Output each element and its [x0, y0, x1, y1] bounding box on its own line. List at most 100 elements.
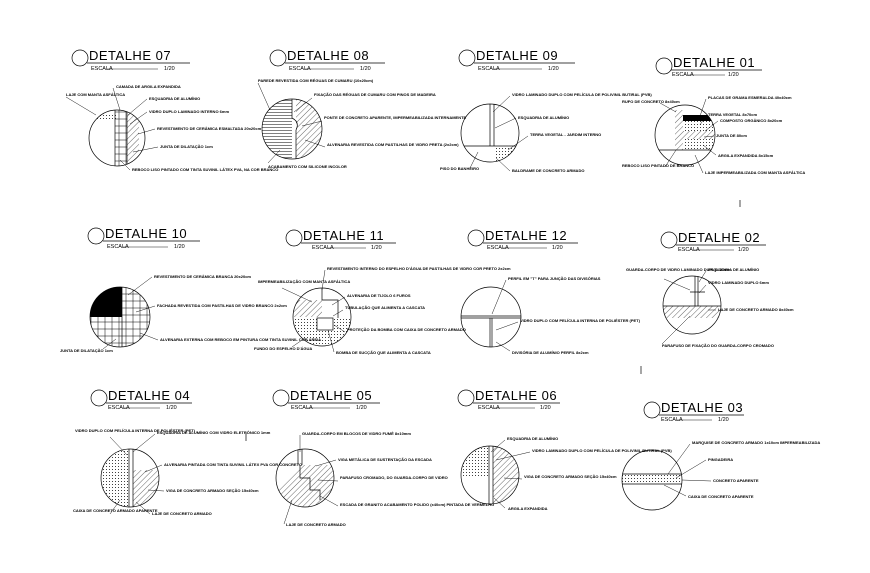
note: BALDRAME DE CONCRETO ARMADO	[512, 168, 584, 173]
section-drawing	[261, 98, 323, 160]
annotations: REVESTIMENTO DE CERÂMICA BRANCA 20x20cm …	[60, 274, 321, 353]
note: GUARDA-CORPO DE VIDRO LAMINADO DUPLO 10m…	[626, 267, 731, 272]
detail-06: DETALHE 06 ESCALA 1/20 ESQUADRIA DE ALUM…	[457, 388, 672, 511]
note: ESQUADRIA DE ALUMÍNIO	[518, 115, 569, 120]
scale-label: ESCALA	[661, 417, 683, 423]
scale-value: 1/20	[552, 245, 563, 251]
note: ESQUADRIA DE ALUMÍNIO	[708, 267, 759, 272]
note: ESQUADRIA DE ALUMÍNIO COM VIDRO ELETRÔNI…	[157, 430, 271, 435]
detail-title: DETALHE 09	[476, 48, 558, 63]
scale-label: ESCALA	[91, 66, 113, 72]
note: PAREDE REVESTIDA COM RÉGUAS DE CUMARU (1…	[258, 78, 374, 83]
detail-title: DETALHE 11	[303, 228, 384, 243]
note: PINGADEIRA	[708, 457, 733, 462]
scale-label: ESCALA	[678, 247, 700, 253]
note: FIXAÇÃO DAS RÉGUAS DE CUMARU COM PINOS D…	[314, 92, 436, 97]
note: IMPERMEABILIZAÇÃO COM MANTA ASFÁLTICA	[258, 279, 350, 284]
scale-value: 1/20	[174, 244, 185, 250]
note: REBOCO LISO PINTADO COM TINTA SUVINIL LÁ…	[132, 167, 278, 172]
note: CAIXA DE CONCRETO ARMADO APARENTE	[73, 508, 158, 513]
note: ALVENARIA REVESTIDA COM PASTILHAS DE VID…	[327, 142, 459, 147]
note: TERRA VEGETAL 8x70cm	[708, 112, 757, 117]
note: MARQUISE DE CONCRETO ARMADO 1x10cm IMPER…	[692, 440, 820, 445]
annotations: PERFIL EM "T" PARA JUNÇÃO DAS DIVISÓRIAS…	[491, 276, 641, 355]
detail-title: DETALHE 01	[673, 55, 755, 70]
scale-value: 1/20	[166, 405, 177, 411]
scale-value: 1/20	[728, 72, 739, 78]
note: CONCRETO APARENTE	[713, 478, 759, 483]
title-bubble	[71, 49, 89, 67]
note: FACHADA REVESTIDA COM PASTILHAS DE VIDRO…	[157, 303, 287, 308]
note: ALVENARIA DE TIJOLO 6 FUROS	[347, 293, 411, 298]
detail-title: DETALHE 04	[108, 388, 190, 403]
scale-label: ESCALA	[289, 66, 311, 72]
scale-label: ESCALA	[672, 72, 694, 78]
section-drawing	[654, 104, 716, 166]
note: VIGA DE CONCRETO ARMADO SEÇÃO 15x40cm	[524, 474, 617, 479]
note: VIGA METÁLICA DE SUSTENTAÇÃO DA ESCADA	[338, 457, 432, 462]
note: VIDRO DUPLO COM PELÍCULA INTERNA DE POLI…	[75, 428, 196, 433]
section-drawing	[100, 448, 160, 508]
scale-value: 1/20	[718, 417, 729, 423]
note: LAJE DE CONCRETO ARMADO	[286, 522, 346, 527]
note: PERFIL EM "T" PARA JUNÇÃO DAS DIVISÓRIAS	[508, 276, 601, 281]
note: TERRA VEGETAL - JARDIM INTERNO	[530, 132, 601, 137]
scale-value: 1/20	[356, 405, 367, 411]
section-drawing	[460, 445, 520, 505]
detail-01: DETALHE 01 ESCALA 1/20 RUFO DE CONCRETO …	[622, 55, 805, 207]
section-drawing	[621, 449, 683, 511]
scale-label: ESCALA	[487, 245, 509, 251]
detail-11: DETALHE 11 ESCALA 1/20 IMPERMEABILIZAÇÃO…	[254, 228, 511, 355]
section-drawing	[89, 286, 151, 348]
section-drawing	[460, 103, 520, 163]
note: REVESTIMENTO INTERNO DO ESPELHO D'ÁGUA D…	[327, 266, 511, 271]
note: ESCADA DE GRANITO ACABAMENTO POLIDO (x40…	[340, 502, 494, 507]
note: REVESTIMENTO DE CERÂMICA BRANCA 20x20cm	[154, 274, 251, 279]
note: GUARDA-CORPO EM BLOCOS DE VIDRO FUMÊ 8x1…	[302, 431, 411, 436]
detail-12: DETALHE 12 ESCALA 1/20 PERFIL EM "T" PAR…	[460, 228, 641, 355]
note: PARAFUSO DE FIXAÇÃO DO GUARDA-CORPO CROM…	[662, 343, 774, 348]
annotations: ESQUADRIA DE ALUMÍNIO VIDRO LAMINADO DUP…	[490, 436, 672, 511]
annotations: IMPERMEABILIZAÇÃO COM MANTA ASFÁLTICA RE…	[254, 266, 511, 355]
annotations: RUFO DE CONCRETO 8x40cm PLACAS DE GRAMA …	[622, 95, 805, 175]
detail-title: DETALHE 12	[485, 228, 567, 243]
note: DIVISÓRIA DE ALUMÍNIO PERFIL 8x2cm	[512, 350, 589, 355]
section-drawing	[292, 287, 352, 347]
note: ESQUADRIA DE ALUMÍNIO	[507, 436, 558, 441]
note: LAJE IMPERMEABILIZADA COM MANTA ASFÁLTIC…	[705, 170, 805, 175]
scale-label: ESCALA	[107, 244, 129, 250]
note: PARAFUSO CROMADO, DO GUARDA-CORPO DE VID…	[340, 475, 448, 480]
detail-title: DETALHE 03	[661, 400, 743, 415]
note: ESQUADRIA DE ALUMÍNIO	[149, 96, 200, 101]
note: ALVENARIA PINTADA COM TINTA SUVINIL LÁTE…	[164, 462, 302, 467]
scale-label: ESCALA	[312, 245, 334, 251]
note: PROTEÇÃO DA BOMBA COM CAIXA DE CONCRETO …	[347, 327, 466, 332]
note: LAJE COM MANTA ASFÁLTICA	[66, 92, 125, 97]
detail-04: DETALHE 04 ESCALA 1/20 VIDRO DUPLO COM P…	[73, 388, 302, 516]
scale-label: ESCALA	[108, 405, 130, 411]
note: JUNTA DE DILATAÇÃO 1cm	[60, 348, 113, 353]
scale-value: 1/20	[360, 66, 371, 72]
detail-title: DETALHE 07	[89, 48, 171, 63]
note: PISO DO BANHEIRO	[440, 166, 479, 171]
annotations: GUARDA-CORPO EM BLOCOS DE VIDRO FUMÊ 8x1…	[283, 431, 494, 527]
note: ALVENARIA EXTERNA COM REBOCO EM PINTURA …	[160, 337, 321, 342]
detail-07: DETALHE 07 ESCALA 1/20 LAJE COM MANTA AS…	[65, 48, 278, 172]
annotations: PAREDE REVESTIDA COM RÉGUAS DE CUMARU (1…	[257, 78, 467, 169]
note: PONTE DE CONCRETO APARENTE, IMPERMEABILI…	[324, 115, 467, 120]
note: REVESTIMENTO DE CERÂMICA ESMALTADA 20x20…	[157, 126, 262, 131]
note: VIGA DE CONCRETO ARMADO SEÇÃO 15x40cm	[166, 488, 259, 493]
detail-title: DETALHE 05	[290, 388, 372, 403]
note: ARGILA EXPANDIDA	[508, 506, 548, 511]
annotations: GUARDA-CORPO DE VIDRO LAMINADO DUPLO 10m…	[626, 267, 794, 348]
detail-09: DETALHE 09 ESCALA 1/20 VIDRO LAMINADO DU…	[440, 48, 652, 173]
note: VIDRO LAMINADO DUPLO COM PELÍCULA DE POL…	[512, 92, 652, 97]
note: VIDRO DUPLO COM PELÍCULA INTERNA DE POLI…	[520, 318, 641, 323]
note: JUNTA DE DILATAÇÃO 1cm	[160, 144, 213, 149]
section-drawing	[88, 109, 146, 167]
note: ACABAMENTO COM SILICONE INCOLOR	[268, 164, 347, 169]
scale-value: 1/20	[540, 405, 551, 411]
note: COMPOSTO ORGÂNICO 8x20cm	[720, 118, 783, 123]
scale-value: 1/20	[738, 247, 749, 253]
